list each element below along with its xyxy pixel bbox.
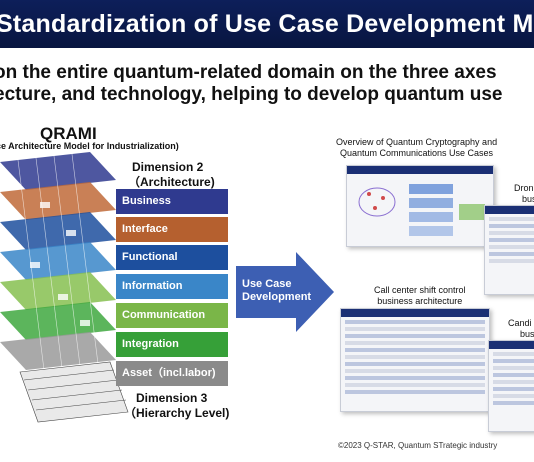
card-row [489,259,534,263]
cube-layer-interface [0,182,116,220]
layer-label: Communication [122,309,206,321]
card-row [493,380,534,384]
callcenter-case-caption: Call center shift control business archi… [374,285,466,307]
callcenter-case-card [340,308,490,412]
card-row [489,231,534,235]
dimension2-title: Dimension 2 [132,160,204,174]
card-row [345,341,485,345]
model-full-name: ce Architecture Model for Industrializat… [0,141,179,151]
candidate-case-caption: Candi bus [508,318,534,340]
cube-cells [30,202,90,326]
cube-grid [17,153,99,371]
cube-layer-business [0,152,116,190]
card-row [489,238,534,242]
card-row [345,383,485,387]
cube-layer-asset [0,332,116,370]
dimension3-subtitle: （Hierarchy Level) [124,406,230,420]
layer-business: Business [116,189,228,214]
layer-integration: Integration [116,332,228,357]
copyright-footer: ©2023 Q-STAR, Quantum STrategic industry [338,441,498,450]
card-row [345,390,485,394]
layer-interface: Interface [116,217,228,242]
dimension2-subtitle: （Architecture) [128,175,215,189]
card-row [345,362,485,366]
quantum-case-card [346,165,494,247]
card-row [493,373,534,377]
layer-label: Integration [122,338,179,350]
subtitle-line-1: on the entire quantum-related domain on … [0,62,497,83]
layer-label: Information [122,280,183,292]
dimension3-title: Dimension 3 [136,391,208,405]
arrow-label-line-2: Development [242,291,312,303]
layer-label: Business [122,195,171,207]
callcenter-case-line-2: business architecture [377,296,463,306]
page-title: Standardization of Use Case Development … [0,10,534,38]
drone-case-caption: Dron bus [514,183,534,205]
card-row [345,320,485,324]
card-header [341,309,489,317]
card-row [345,376,485,380]
card-header [489,341,534,349]
card-row [345,334,485,338]
card-row [489,224,534,228]
card-row [493,359,534,363]
quantum-case-line-1: Overview of Quantum Cryptography and [336,137,498,147]
drone-case-card [484,205,534,295]
subtitle-line-2: ecture, and technology, helping to devel… [0,84,503,105]
cube-layer-functional [0,212,116,250]
layer-label: Functional [122,251,178,263]
card-row [345,348,485,352]
card-row [493,387,534,391]
model-name: QRAMI [40,124,97,143]
candidate-case-line-2: bus [520,329,534,339]
card-row [489,252,534,256]
card-row [345,355,485,359]
candidate-case-line-1: Candi [508,318,532,328]
layer-label: Asset（incl.labor) [122,367,216,379]
cube-layer-communication [0,272,116,310]
arrow-label: Use Case Development [242,278,311,304]
card-row [345,327,485,331]
layer-label: Interface [122,223,168,235]
layer-communication: Communication [116,303,228,328]
card-row [493,401,534,405]
card-row [345,369,485,373]
card-header [347,166,493,174]
quantum-case-diagram [358,184,485,236]
layer-asset: Asset（incl.labor) [116,361,228,386]
page-subtitle: on the entire quantum-related domain on … [0,62,534,106]
drone-case-line-2: bus [522,194,534,204]
quantum-case-caption: Overview of Quantum Cryptography and Qua… [336,137,497,159]
candidate-case-card [488,340,534,432]
qrami-cube-illustration [0,152,129,423]
arrow-label-line-1: Use Case [242,278,292,290]
cube-layer-information [0,242,116,280]
card-row [489,217,534,221]
card-row [489,245,534,249]
layer-information: Information [116,274,228,299]
use-case-arrow [236,252,334,332]
hierarchy-base [19,361,129,423]
card-row [493,352,534,356]
layer-functional: Functional [116,245,228,270]
card-row [493,394,534,398]
drone-case-line-1: Dron [514,183,534,193]
card-row [493,366,534,370]
card-header [485,206,534,214]
cube-layer-integration [0,302,116,340]
quantum-case-line-2: Quantum Communications Use Cases [340,148,494,158]
callcenter-case-line-1: Call center shift control [374,285,466,295]
title-bar: Standardization of Use Case Development … [0,0,534,48]
